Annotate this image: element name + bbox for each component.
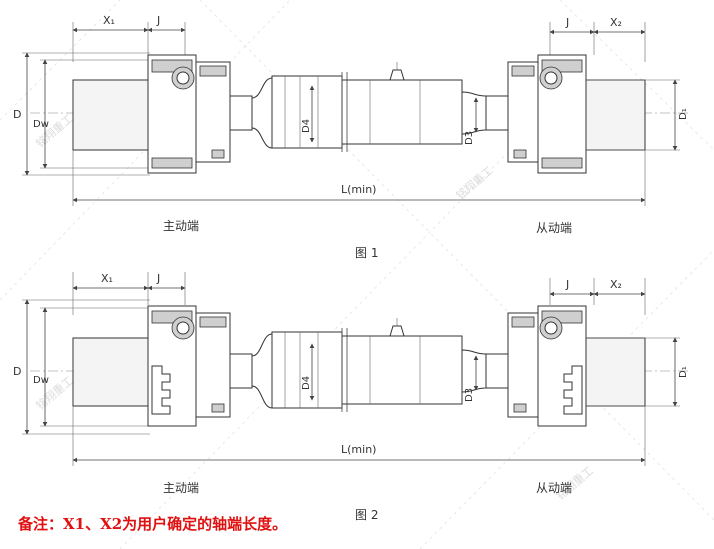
- fig2-x1-label: X₁: [101, 272, 113, 285]
- fig1-j-right-label: J: [565, 16, 569, 29]
- note-text: 备注：X1、X2为用户确定的轴端长度。: [18, 515, 288, 533]
- fig1-d4-label: D4: [301, 119, 312, 133]
- fig2-d3-label: D3: [464, 388, 475, 402]
- fig1-dw-label: Dᴡ: [33, 119, 49, 130]
- fig1-drive-end-label: 主动端: [163, 219, 199, 233]
- fig1-d1-label: D₁: [678, 108, 689, 120]
- fig2-l-label: L(min): [341, 443, 376, 456]
- fig1-j-left-label: J: [156, 14, 160, 27]
- fig2-d1-label: D₁: [678, 366, 689, 378]
- fig2-driven-end-label: 从动端: [536, 481, 572, 495]
- fig2-caption: 图 2: [355, 508, 378, 522]
- watermark: 铭翔重工 铭翔重工 铭翔重工 铭翔重工: [33, 111, 596, 502]
- fig2-j-right-label: J: [565, 278, 569, 291]
- fig1-x2-label: X₂: [610, 16, 622, 29]
- fig1-caption: 图 1: [355, 246, 378, 260]
- fig1-driven-end-label: 从动端: [536, 221, 572, 235]
- figure-1: X₁ J J X₂ D Dᴡ: [13, 14, 690, 260]
- watermark-text-2: 铭翔重工: [453, 163, 496, 202]
- figure-2: X₁ J J X₂ D Dᴡ: [13, 272, 690, 522]
- fig2-drive-end-label: 主动端: [163, 481, 199, 495]
- watermark-text-1: 铭翔重工: [33, 111, 76, 150]
- fig2-x2-label: X₂: [610, 278, 622, 291]
- fig1-d-label: D: [13, 108, 21, 121]
- fig1-x1-label: X₁: [103, 14, 115, 27]
- fig2-j-left-label: J: [156, 272, 160, 285]
- fig1-d3-label: D3: [464, 131, 475, 145]
- fig2-d-label: D: [13, 365, 21, 378]
- fig2-dw-label: Dᴡ: [33, 375, 49, 386]
- fig1-l-label: L(min): [341, 183, 376, 196]
- fig2-d4-label: D4: [301, 376, 312, 390]
